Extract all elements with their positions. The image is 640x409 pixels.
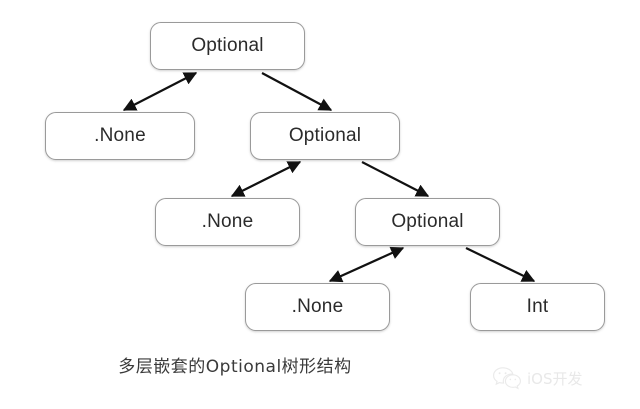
node-root[interactable]: Optional xyxy=(150,22,305,70)
wechat-logo-icon xyxy=(492,365,522,391)
node-label: .None xyxy=(94,124,146,146)
node-optional2[interactable]: Optional xyxy=(250,112,400,160)
node-label: .None xyxy=(291,295,344,317)
watermark: iOS开发 xyxy=(492,358,632,398)
node-label: Optional xyxy=(288,124,362,146)
node-label: Optional xyxy=(391,210,464,232)
node-int[interactable]: Int xyxy=(470,283,605,331)
watermark-text: iOS开发 xyxy=(527,369,583,388)
node-label: Optional xyxy=(191,34,264,56)
edge-optional2-to-none2 xyxy=(230,161,302,197)
node-optional3[interactable]: Optional xyxy=(355,198,500,246)
edge-root-to-none1 xyxy=(122,72,198,111)
diagram-caption: 多层嵌套的Optional树形结构 xyxy=(118,357,352,377)
node-none1[interactable]: .None xyxy=(45,112,195,160)
edge-optional3-to-none3 xyxy=(328,246,405,283)
node-label: .None xyxy=(201,210,254,232)
edge-optional3-to-int xyxy=(465,247,536,282)
edge-group xyxy=(122,72,536,283)
node-none3[interactable]: .None xyxy=(245,283,390,331)
node-label: Int xyxy=(526,295,549,317)
node-none2[interactable]: .None xyxy=(155,198,300,246)
edge-root-to-optional2 xyxy=(261,72,333,111)
edge-optional2-to-optional3 xyxy=(361,161,430,197)
